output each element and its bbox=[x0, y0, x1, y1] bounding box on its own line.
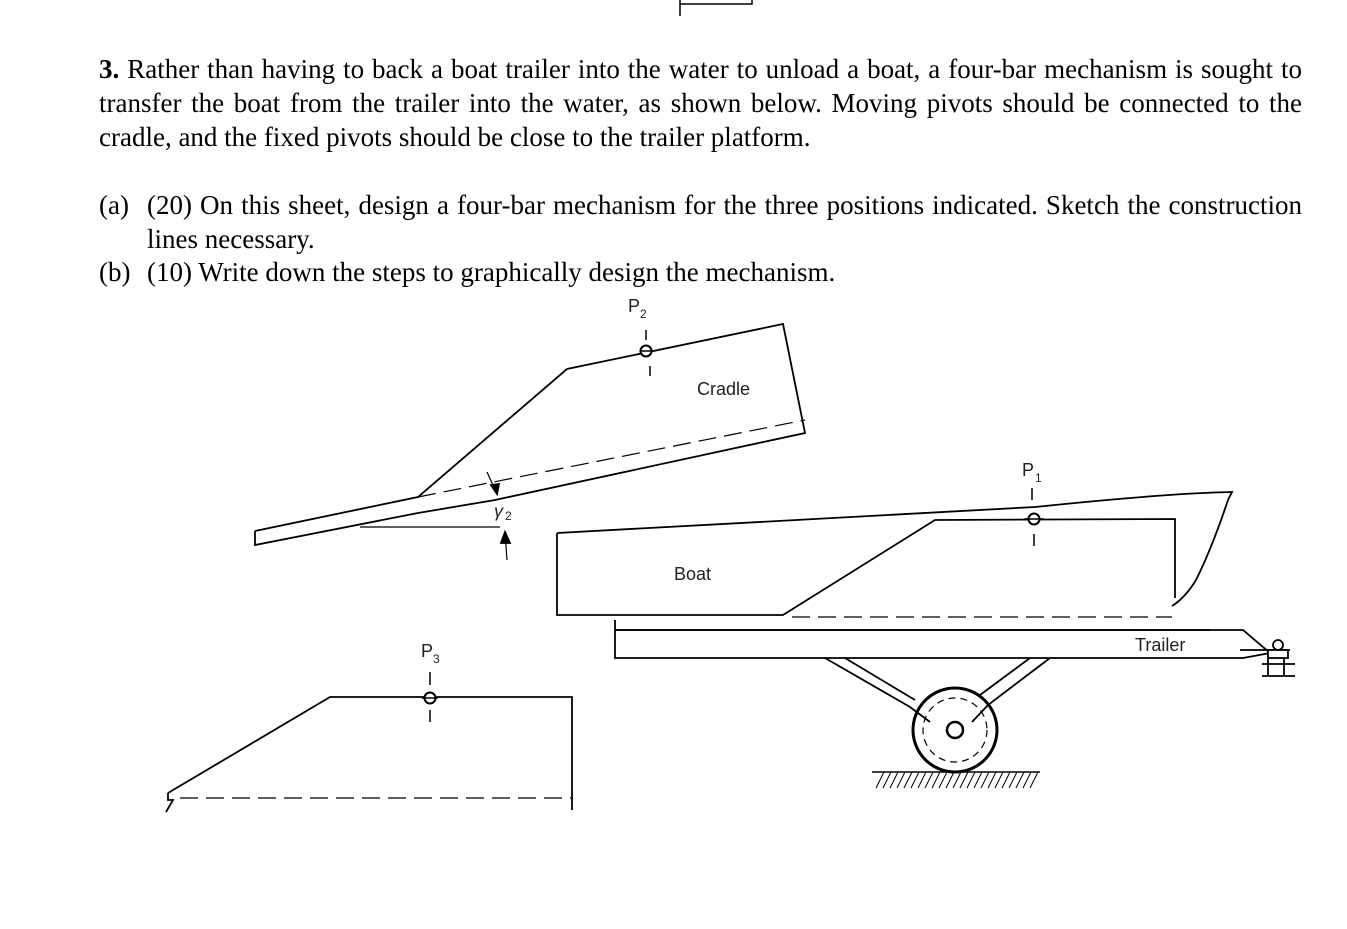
p2-label: P bbox=[628, 296, 640, 316]
ground bbox=[872, 771, 1040, 789]
trailer bbox=[614, 620, 1295, 723]
boat-label: Boat bbox=[674, 564, 711, 584]
problem-text: Rather than having to back a boat traile… bbox=[99, 54, 1302, 152]
part-b: (b) (10) Write down the steps to graphic… bbox=[99, 255, 1302, 289]
problem-statement: 3. Rather than having to back a boat tra… bbox=[99, 52, 1302, 154]
cradle-position-2 bbox=[254, 322, 807, 561]
part-a-text: (20) On this sheet, design a four-bar me… bbox=[147, 190, 1302, 254]
part-b-tag: (b) bbox=[99, 257, 131, 287]
p1-subscript: 1 bbox=[1035, 471, 1042, 485]
cradle-position-3 bbox=[165, 696, 573, 813]
p2-subscript: 2 bbox=[640, 307, 647, 321]
part-a-tag: (a) bbox=[99, 190, 129, 220]
top-edge-fragment bbox=[679, 0, 753, 16]
part-b-text: (10) Write down the steps to graphically… bbox=[147, 257, 836, 287]
boat-position-1 bbox=[556, 491, 1234, 618]
trailer-wheel bbox=[911, 686, 999, 774]
gamma-subscript: 2 bbox=[505, 509, 512, 523]
problem-number: 3. bbox=[99, 54, 120, 84]
p3-label: P bbox=[421, 641, 433, 661]
p1-marker bbox=[1024, 488, 1044, 546]
p3-marker bbox=[422, 672, 438, 722]
p1-label: P bbox=[1022, 460, 1034, 480]
cradle-label: Cradle bbox=[697, 379, 750, 399]
p3-subscript: 3 bbox=[433, 652, 440, 666]
gamma-label: γ bbox=[494, 501, 504, 521]
part-a: (a) (20) On this sheet, design a four-ba… bbox=[99, 188, 1302, 256]
problem-parts: (a) (20) On this sheet, design a four-ba… bbox=[99, 188, 1302, 289]
p2-marker bbox=[639, 330, 653, 376]
trailer-label: Trailer bbox=[1135, 635, 1185, 655]
